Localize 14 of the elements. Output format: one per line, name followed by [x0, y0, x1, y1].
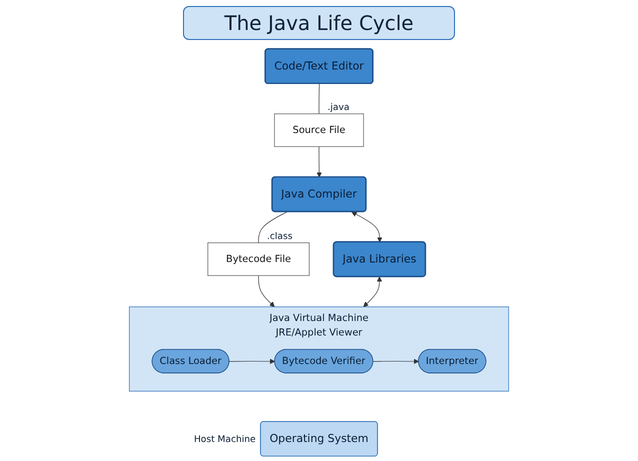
diagram-title: The Java Life Cycle	[183, 6, 455, 40]
arrow	[229, 358, 276, 364]
arrow	[258, 275, 275, 308]
node-caption: Host Machine	[194, 434, 256, 445]
arrow	[372, 358, 419, 364]
connector	[318, 83, 320, 114]
node-box: Bytecode File	[208, 242, 310, 276]
arrow	[316, 146, 322, 178]
node-caption: .class	[267, 232, 292, 242]
node-caption: .java	[328, 103, 350, 114]
connector	[258, 212, 288, 244]
arrow	[363, 276, 382, 308]
arrow	[352, 212, 382, 242]
node-box: Source File	[274, 114, 364, 147]
